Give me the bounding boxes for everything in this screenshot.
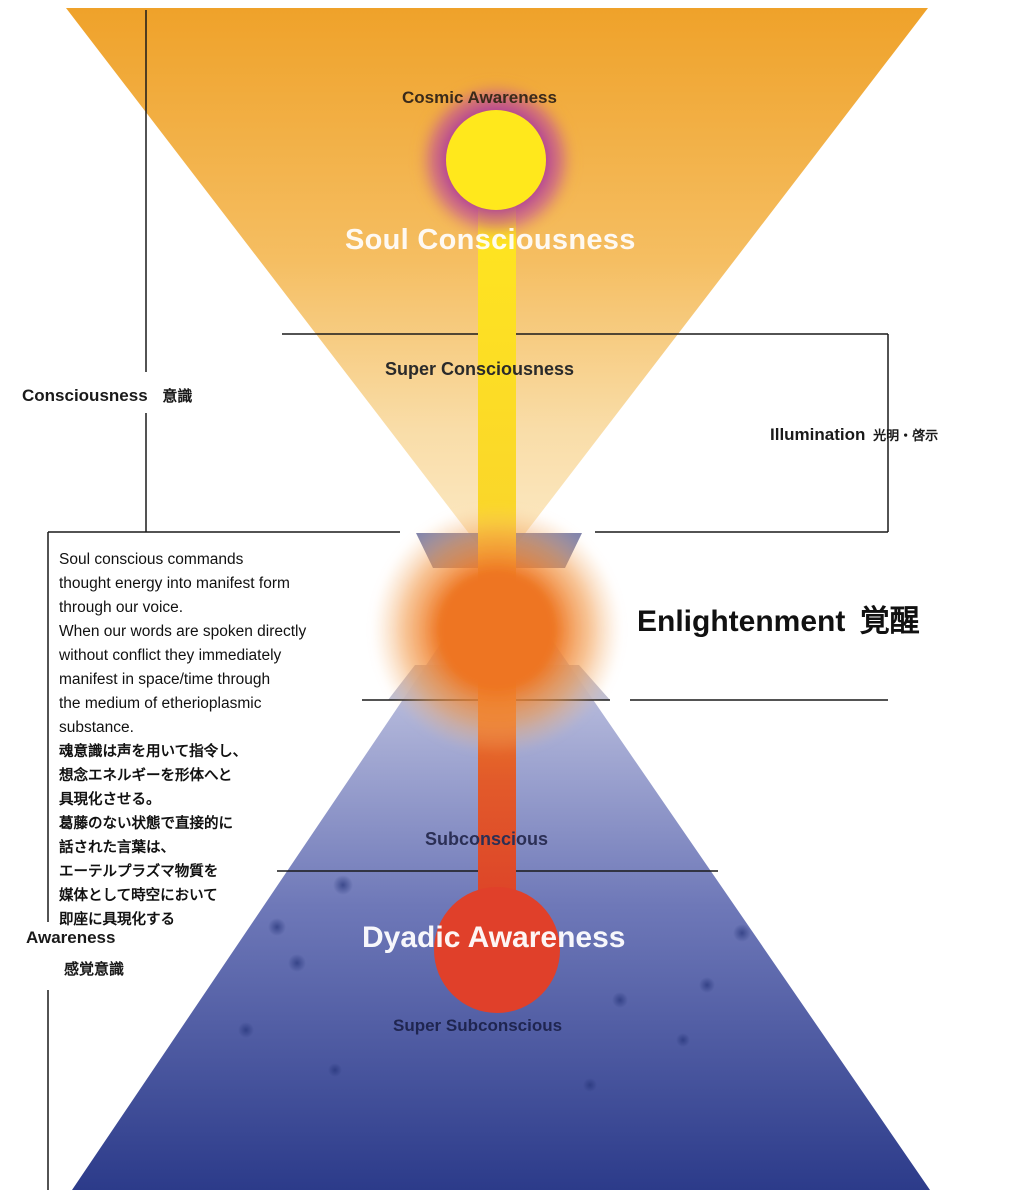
description-en-line: without conflict they immediately — [59, 647, 282, 664]
description-en-line: manifest in space/time through — [59, 671, 271, 688]
enlightenment-label: Enlightenment 覚醒 — [637, 596, 920, 640]
description-en-line: the medium of etherioplasmic — [59, 695, 262, 712]
description-jp-line: 想念エネルギーを形体へと — [59, 768, 233, 784]
description-block: Soul conscious commands thought energy i… — [59, 548, 399, 932]
consciousness-label-en: Consciousness — [22, 386, 148, 405]
super-subconscious-label: Super Subconscious — [393, 1016, 563, 1035]
consciousness-label: Consciousness 意識 — [22, 385, 192, 406]
enlightenment-glow — [372, 505, 622, 755]
description-en-line: through our voice. — [59, 599, 184, 616]
description-jp-line: 話された言葉は、 — [59, 840, 175, 856]
description-en-line: substance. — [59, 719, 134, 736]
description-en-line: Soul conscious commands — [59, 551, 244, 568]
description-jp-line: 葛藤のない状態で直接的に — [59, 816, 233, 832]
consciousness-label-jp: 意識 — [162, 387, 193, 405]
illumination-label: Illumination 光明・啓示 — [770, 425, 938, 445]
enlightenment-label-jp: 覚醒 — [859, 604, 920, 639]
awareness-label: Awareness — [26, 928, 116, 947]
illumination-label-jp: 光明・啓示 — [873, 429, 939, 444]
lower-cone-speckles — [238, 875, 751, 1092]
soul-consciousness-label: Soul Consciousness — [345, 224, 636, 256]
awareness-label-jp: 感覚意識 — [64, 960, 125, 978]
super-consciousness-label: Super Consciousness — [385, 359, 575, 379]
illumination-label-en: Illumination — [770, 425, 866, 444]
enlightenment-label-en: Enlightenment — [637, 605, 846, 638]
description-en-line: thought energy into manifest form — [59, 575, 290, 592]
super-subconscious-orb — [434, 887, 560, 1013]
cosmic-awareness-orb — [446, 110, 546, 210]
subconscious-label: Subconscious — [425, 829, 549, 849]
cosmic-awareness-label: Cosmic Awareness — [402, 88, 557, 107]
description-jp-line: 即座に具現化する — [59, 912, 175, 928]
description-jp-line: 具現化させる。 — [59, 792, 161, 808]
description-en-line: When our words are spoken directly — [59, 623, 307, 640]
description-jp-line: エーテルプラズマ物質を — [59, 864, 219, 880]
dyadic-awareness-label: Dyadic Awareness — [362, 921, 626, 954]
description-jp-line: 魂意識は声を用いて指令し、 — [59, 744, 248, 760]
description-jp-line: 媒体として時空において — [59, 888, 218, 904]
